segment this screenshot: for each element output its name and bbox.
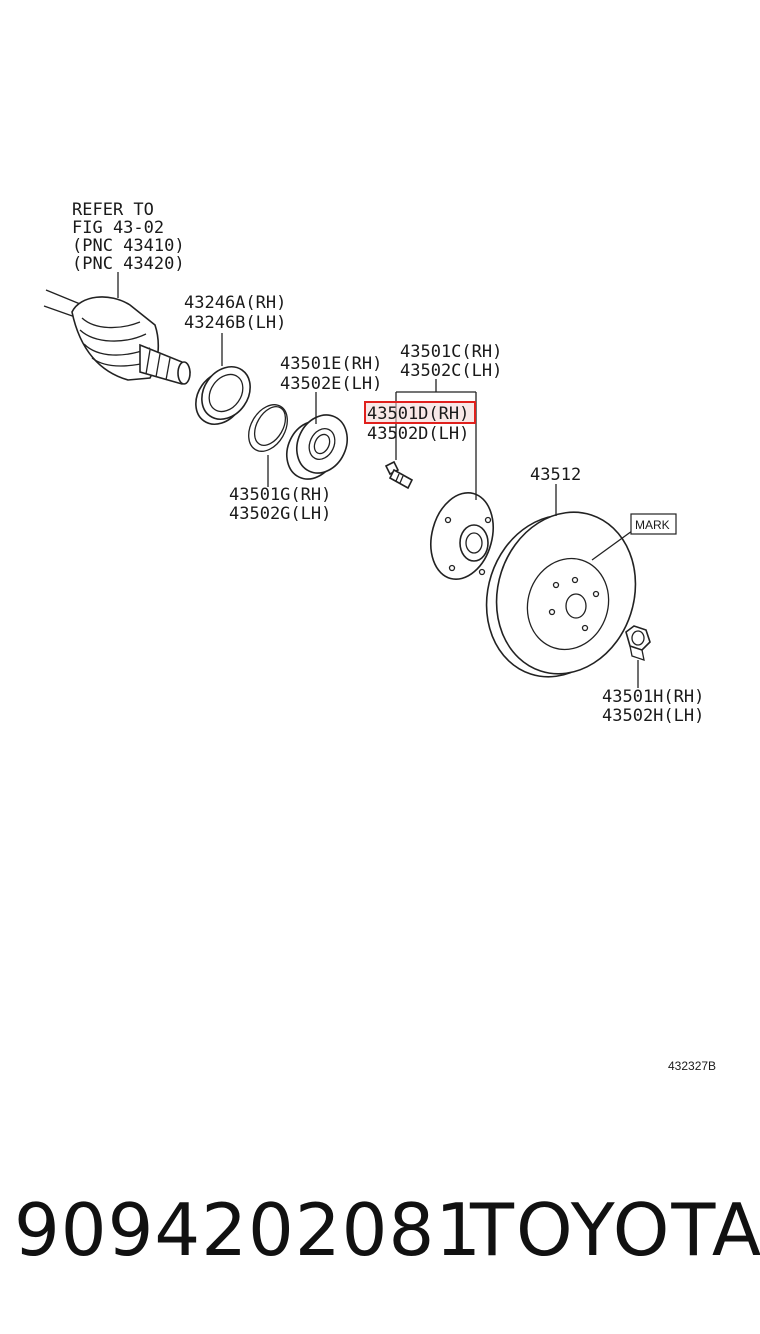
label-43501c: 43501C(RH) [400,342,502,362]
label-43502d: 43502D(LH) [367,424,469,444]
label-43502h: 43502H(LH) [602,706,704,726]
seal-ring-part [195,366,251,425]
label-43502g: 43502G(LH) [229,504,331,524]
refer-line-2: FIG 43-02 [72,218,164,238]
label-43501d: 43501D(RH) [367,404,469,424]
refer-line-4: (PNC 43420) [72,254,185,274]
label-43502e: 43502E(LH) [280,374,382,394]
part-number: 9094202081 [14,1188,483,1272]
highlighted-part-box [364,401,476,424]
mark-box [630,513,677,535]
footer: 9094202081 TOYOTA [0,1188,760,1284]
label-43512: 43512 [530,465,581,485]
label-43246a: 43246A(RH) [184,293,286,313]
refer-line-3: (PNC 43410) [72,236,185,256]
label-43501h: 43501H(RH) [602,687,704,707]
lock-nut-part [625,625,651,661]
label-mark: MARK [635,518,670,532]
axle-hub-part [430,491,494,581]
drive-shaft-cv-joint [43,289,191,385]
snap-ring-part [248,404,288,452]
brake-disc-part [485,511,637,678]
label-43502c: 43502C(LH) [400,361,502,381]
figure-code: 432327B [668,1059,716,1073]
bearing-part [286,414,348,480]
hub-bolt-part [384,460,414,490]
brand-name: TOYOTA [470,1188,760,1272]
refer-line-1: REFER TO [72,200,154,220]
label-43501g: 43501G(RH) [229,485,331,505]
label-43501e: 43501E(RH) [280,354,382,374]
label-43246b: 43246B(LH) [184,313,286,333]
